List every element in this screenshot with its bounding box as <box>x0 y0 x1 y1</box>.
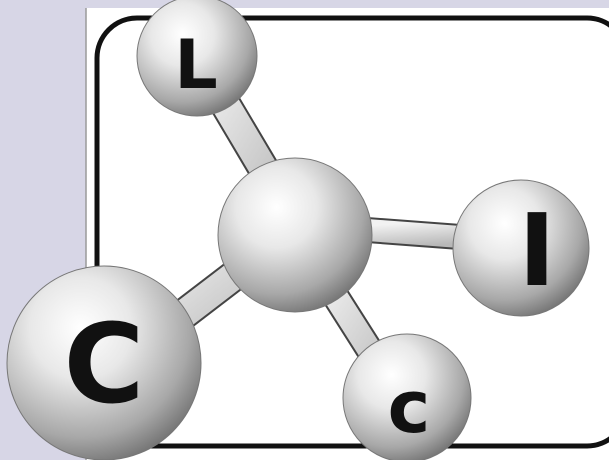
letter-bottom-left: C <box>64 300 145 428</box>
frame-outline <box>94 15 609 449</box>
letter-right: I <box>518 192 555 309</box>
atom-top <box>136 0 258 117</box>
atom-bottom <box>342 333 472 460</box>
atom-center <box>217 157 373 313</box>
atom-letters: L I C c <box>64 26 556 449</box>
letter-top: L <box>174 26 217 105</box>
atom-right <box>452 179 590 317</box>
letter-bottom: c <box>388 365 431 449</box>
atoms <box>6 0 590 460</box>
atom-bottom-left <box>6 265 202 460</box>
